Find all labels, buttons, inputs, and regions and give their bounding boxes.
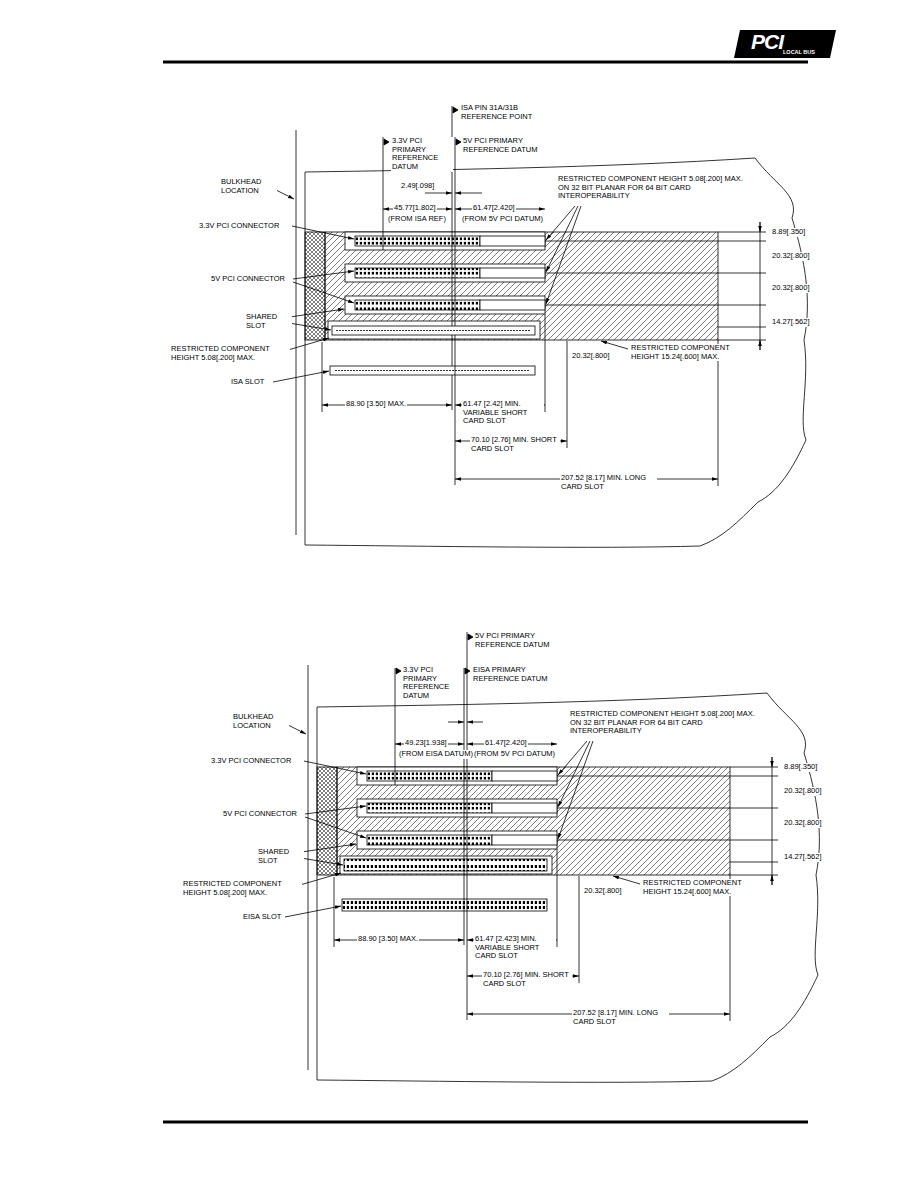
callout-label: SHARED SLOT [257,848,304,865]
dimension-label: 61.47[2.420] [472,204,516,213]
dimension-label: 70.10 [2.76] MIN. SHORT CARD SLOT [470,436,560,453]
datum-label: 5V PCI PRIMARY REFERENCE DATUM [474,632,554,649]
dimension-note: (FROM EISA DATUM) [398,750,474,759]
dimension-label: 20.32[.800] [771,284,811,293]
datum-label: 5V PCI PRIMARY REFERENCE DATUM [462,137,542,154]
datum-label: ISA PIN 31A/31B REFERENCE POINT [460,104,547,121]
callout-label: BULKHEAD LOCATION [220,178,277,195]
callout-label: EISA SLOT [242,913,282,922]
dimension-note: (FROM 5V PCI DATUM) [461,215,544,224]
dimension-label: 2.49[.098] [400,182,435,191]
dimension-label: 20.32[.800] [771,252,811,261]
dimension-label: 14.27[.562] [783,853,823,862]
datum-label: EISA PRIMARY REFERENCE DATUM [472,666,552,683]
dimension-label: 88.90 [3.50] MAX. [345,400,407,409]
datum-label: 3.3V PCI PRIMARY REFERENCE DATUM [391,137,453,172]
callout-label: 5V PCI CONNECTOR [222,810,298,819]
dimension-label: 20.32[.800] [571,352,611,361]
dimension-label: 20.32[.800] [783,819,823,828]
dimension-label: 14.27[.562] [771,318,811,327]
dimension-label: 207.52 [8.17] MIN. LONG CARD SLOT [560,474,657,491]
dimension-note: (FROM 5V PCI DATUM) [473,750,556,759]
isa-specific [330,106,545,485]
dimension-label: 8.89[.350] [771,228,806,237]
dimension-label: 45.77[1.802] [393,204,437,213]
callout-label: 3.3V PCI CONNECTOR [210,757,292,766]
dimension-label: 61.47 [2.42] MIN. VARIABLE SHORT CARD SL… [462,400,544,426]
isa-layout [268,130,807,547]
callout-label: 3.3V PCI CONNECTOR [198,222,280,231]
datum-label: 3.3V PCI PRIMARY REFERENCE DATUM [402,666,462,701]
logo-text: PCI [750,31,784,52]
dimension-label: 88.90 [3.50] MAX. [357,935,419,944]
eisa-layout [280,665,819,1082]
note-label: RESTRICTED COMPONENT HEIGHT 5.08[.200] M… [557,175,749,201]
note-label: RESTRICTED COMPONENT HEIGHT 5.08[.200] M… [569,710,761,736]
note-label: RESTRICTED COMPONENT HEIGHT 15.24[.600] … [630,344,750,361]
callout-label: 5V PCI CONNECTOR [210,275,286,284]
note-label: RESTRICTED COMPONENT HEIGHT 15.24[.600] … [642,879,762,896]
callout-label: BULKHEAD LOCATION [232,713,289,730]
callout-label: RESTRICTED COMPONENT HEIGHT 5.08[.200] M… [170,345,290,362]
dimension-label: 8.89[.350] [783,763,818,772]
dimension-label: 61.47 [2.423] MIN. VARIABLE SHORT CARD S… [474,935,556,961]
callout-label: ISA SLOT [230,378,265,387]
dimension-note: (FROM ISA REF) [387,215,447,224]
callout-label: RESTRICTED COMPONENT HEIGHT 5.08[.200] M… [182,880,302,897]
callout-label: SHARED SLOT [245,313,292,330]
dimension-label: 207.52 [8.17] MIN. LONG CARD SLOT [572,1009,669,1026]
dimension-label: 49.23[1.938] [404,739,448,748]
dimension-label: 61.47[2.420] [484,739,528,748]
eisa-specific [342,632,557,1020]
dimension-label: 70.10 [2.76] MIN. SHORT CARD SLOT [482,971,572,988]
dimension-label: 20.32[.800] [783,787,823,796]
dimension-label: 20.32[.800] [583,887,623,896]
logo-text: LOCAL BUS [782,50,816,56]
logo-badge [734,30,836,58]
header-rule [163,61,808,64]
footer-rule [163,1121,808,1124]
